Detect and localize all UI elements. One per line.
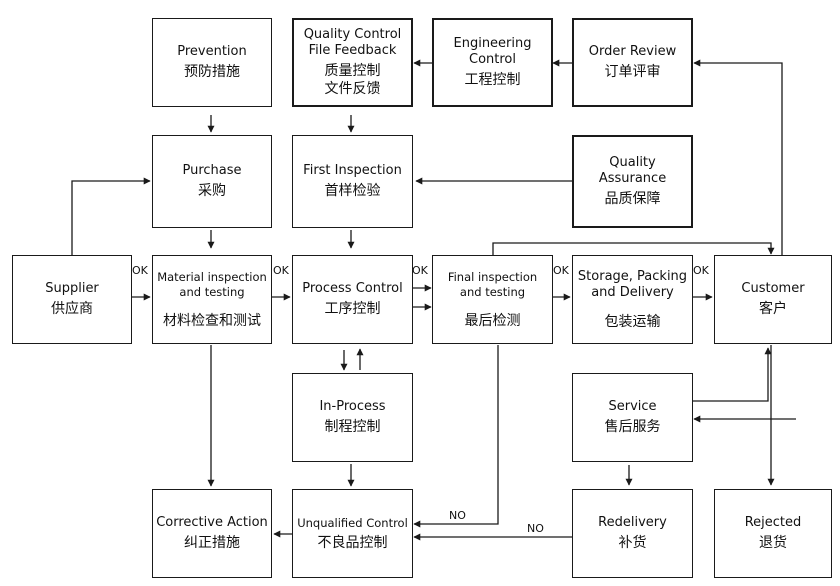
purchase-en: Purchase	[182, 163, 242, 178]
quality-assurance-zh: 品质保障	[604, 191, 661, 207]
corrective-action-zh: 纠正措施	[184, 535, 240, 551]
prevention-zh: 预防措施	[184, 64, 240, 80]
final-inspection-en: Final inspection and testing	[447, 269, 538, 299]
customer-en: Customer	[741, 281, 805, 296]
process-control-en: Process Control	[302, 281, 403, 296]
arrow-service-to-customer	[692, 347, 772, 402]
no-label-final: NO	[449, 509, 466, 522]
storage-packing-delivery-en: Storage, Packing and Delivery	[577, 268, 688, 300]
ok-label-supplier: OK	[132, 264, 148, 277]
first-inspection-box: First Inspection 首样检验	[292, 135, 413, 228]
service-en: Service	[608, 399, 657, 414]
quality-assurance-en: Quality Assurance	[598, 155, 667, 186]
rejected-zh: 退货	[759, 535, 787, 551]
supplier-zh: 供应商	[51, 301, 93, 317]
process-control-zh: 工序控制	[324, 301, 381, 317]
order-review-en: Order Review	[588, 44, 677, 59]
ok-label-final: OK	[553, 264, 569, 277]
in-process-box: In-Process 制程控制	[292, 373, 413, 462]
supplier-en: Supplier	[45, 281, 99, 296]
no-label-redelivery: NO	[527, 522, 544, 535]
engineering-control-box: Engineering Control 工程控制	[432, 18, 553, 107]
engineering-control-en: Engineering Control	[453, 36, 532, 67]
qc-file-feedback-zh: 质量控制 文件反馈	[324, 63, 381, 97]
prevention-en: Prevention	[177, 44, 247, 59]
material-inspection-en: Material inspection and testing	[157, 269, 267, 299]
arrow-supplier-to-purchase	[71, 177, 151, 255]
redelivery-zh: 补货	[618, 535, 647, 551]
engineering-control-zh: 工程控制	[464, 72, 521, 88]
customer-zh: 客户	[759, 301, 787, 317]
service-zh: 售后服务	[604, 419, 661, 435]
purchase-box: Purchase 采购	[152, 135, 272, 228]
rejected-box: Rejected 退货	[714, 489, 832, 578]
unqualified-control-box: Unqualified Control 不良品控制	[292, 489, 413, 578]
corrective-action-box: Corrective Action 纠正措施	[152, 489, 272, 578]
ok-label-process: OK	[412, 264, 428, 277]
storage-packing-delivery-box: Storage, Packing and Delivery 包装运输	[572, 255, 693, 344]
supplier-box: Supplier 供应商	[12, 255, 132, 344]
material-inspection-box: Material inspection and testing 材料检查和测试	[152, 255, 272, 344]
quality-assurance-box: Quality Assurance 品质保障	[572, 135, 693, 228]
corrective-action-en: Corrective Action	[156, 515, 268, 530]
in-process-zh: 制程控制	[324, 419, 381, 435]
first-inspection-en: First Inspection	[303, 163, 402, 178]
ok-label-material: OK	[273, 264, 289, 277]
purchase-zh: 采购	[198, 183, 226, 199]
order-review-zh: 订单评审	[604, 64, 661, 80]
order-review-box: Order Review 订单评审	[572, 18, 693, 107]
storage-packing-delivery-zh: 包装运输	[604, 313, 661, 330]
arrow-customer-to-order-review	[693, 59, 783, 257]
service-box: Service 售后服务	[572, 373, 693, 462]
first-inspection-zh: 首样检验	[324, 183, 381, 199]
in-process-en: In-Process	[319, 399, 386, 414]
material-inspection-zh: 材料检查和测试	[163, 312, 261, 329]
unqualified-control-en: Unqualified Control	[297, 515, 408, 530]
redelivery-box: Redelivery 补货	[572, 489, 693, 578]
final-inspection-zh: 最后检测	[464, 312, 521, 329]
qc-file-feedback-box: Quality Control File Feedback 质量控制 文件反馈	[292, 18, 413, 107]
ok-label-storage: OK	[693, 264, 709, 277]
process-control-box: Process Control 工序控制	[292, 255, 413, 344]
rejected-en: Rejected	[744, 515, 802, 530]
unqualified-control-zh: 不良品控制	[317, 534, 388, 551]
final-inspection-box: Final inspection and testing 最后检测	[432, 255, 553, 344]
redelivery-en: Redelivery	[598, 515, 667, 530]
prevention-box: Prevention 预防措施	[152, 18, 272, 107]
arrow-final-to-customer-loop	[492, 242, 775, 257]
qc-file-feedback-en: Quality Control File Feedback	[303, 27, 402, 58]
customer-box: Customer 客户	[714, 255, 832, 344]
arrow-final-no-to-unqualified	[413, 345, 499, 528]
